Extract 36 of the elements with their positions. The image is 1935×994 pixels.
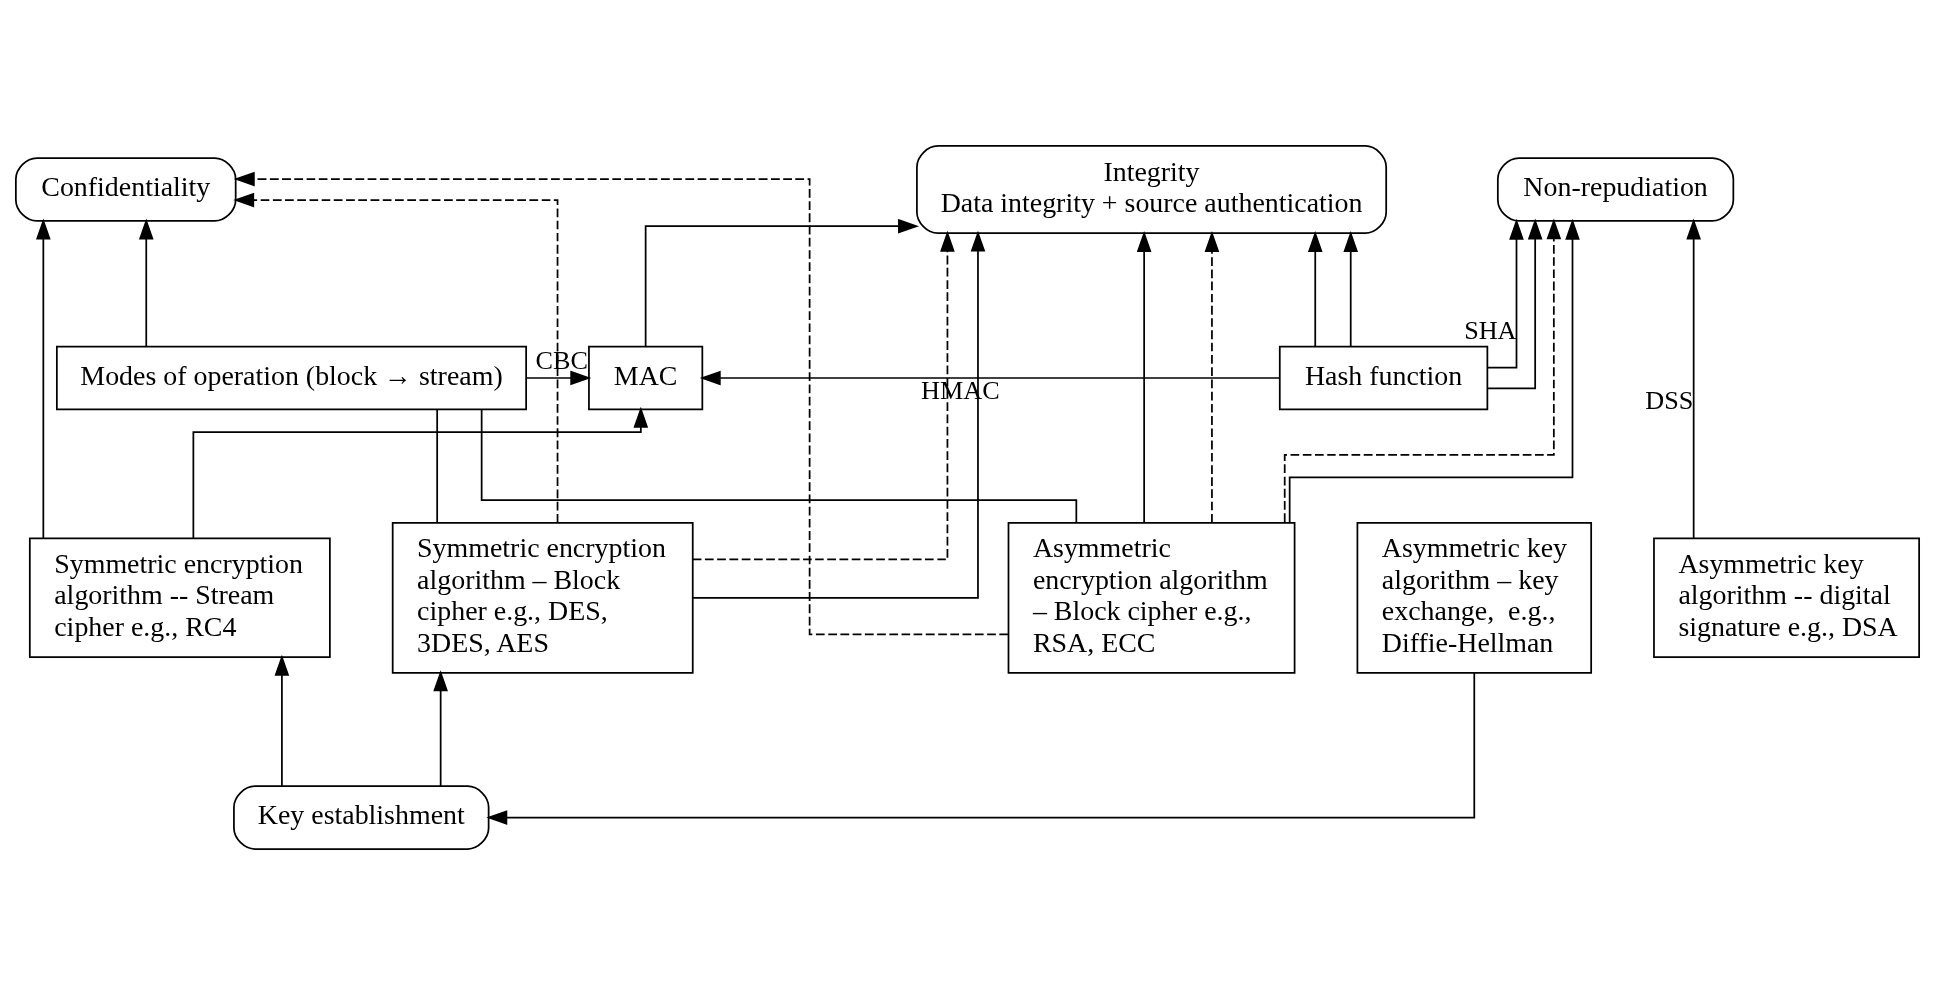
node-box: Asymmetric key algorithm -- digital signature e.g., DSA <box>1653 537 1920 658</box>
node-box: Modes of operation (block → stream) <box>56 345 527 410</box>
edge-label: DSS <box>1645 385 1694 415</box>
node-box: Confidentiality <box>15 156 237 222</box>
arrow <box>699 370 1281 385</box>
arrow <box>525 370 592 385</box>
arrow <box>274 654 290 787</box>
arrow <box>36 218 51 539</box>
arrow <box>1307 230 1323 347</box>
node-box: Non-repudiation <box>1496 156 1735 222</box>
node-box: Symmetric encryption algorithm -- Stream cipher e.g., RC4 <box>28 537 331 658</box>
edge-label: CBC <box>535 345 588 375</box>
arrow <box>138 217 154 347</box>
arrow <box>433 669 448 787</box>
arrow <box>233 192 559 523</box>
arrow <box>1486 218 1524 368</box>
arrow <box>1204 230 1220 523</box>
arrow <box>1487 217 1543 389</box>
arrow <box>233 171 1009 635</box>
edge-label: SHA <box>1464 315 1517 345</box>
node-box: Symmetric encryption algorithm – Block cipher e.g., DES, 3DES, AES <box>391 521 694 674</box>
arrow <box>644 218 919 347</box>
arrow <box>1136 230 1152 523</box>
node-box: Key establishment <box>233 784 490 850</box>
node-box: Asymmetric key algorithm – key exchange, e.g., Diffie-Hellman <box>1356 521 1593 674</box>
node-box: MAC <box>588 345 704 410</box>
arrow <box>486 671 1476 825</box>
node-box: Hash function <box>1278 345 1489 410</box>
arrow <box>691 230 955 560</box>
connector <box>436 408 439 524</box>
arrow <box>1343 230 1359 347</box>
arrow <box>1686 218 1701 539</box>
node-box: Integrity Data integrity + source authentication <box>916 144 1388 234</box>
arrow <box>692 230 986 599</box>
node-box: Asymmetric encryption algorithm – Block cipher e.g., RSA, ECC <box>1007 521 1296 674</box>
arrow <box>192 406 649 539</box>
